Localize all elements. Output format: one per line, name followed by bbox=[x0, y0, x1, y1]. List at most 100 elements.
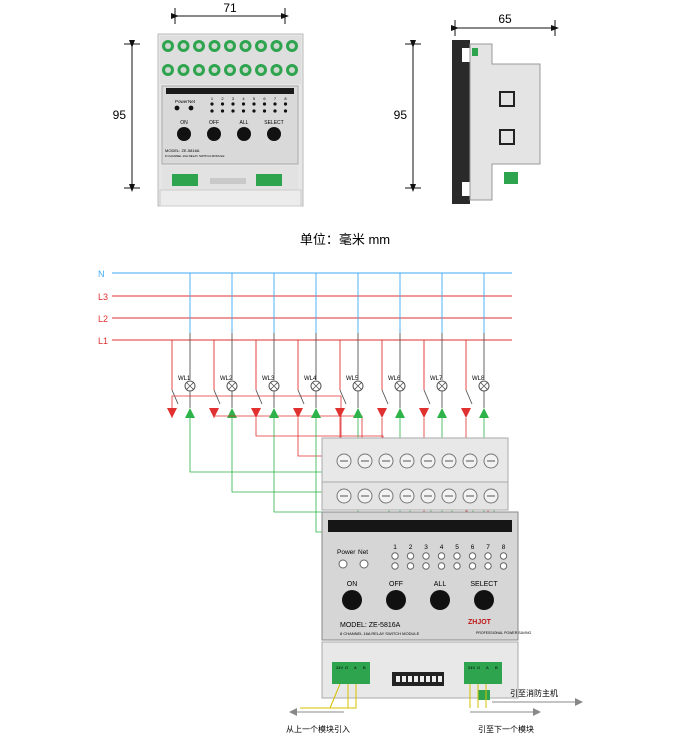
module-off-button[interactable] bbox=[386, 590, 406, 610]
module-net-led bbox=[359, 559, 369, 569]
module-channel-label: 7 bbox=[486, 544, 490, 551]
unit-caption: 单位：毫米 mm bbox=[300, 232, 390, 247]
svg-text:ZHJOT: ZHJOT bbox=[468, 619, 492, 626]
photo-channel-led bbox=[241, 109, 246, 113]
dim-front-height: 95 bbox=[113, 108, 127, 122]
module-model: MODEL: ZE-5816A bbox=[340, 622, 401, 629]
dip-switch[interactable] bbox=[402, 676, 406, 682]
photo-button-label: OFF bbox=[209, 120, 219, 126]
bus-label-l1: L1 bbox=[98, 336, 108, 346]
photo-channel-led bbox=[262, 102, 267, 106]
photo-channel-led bbox=[210, 109, 214, 113]
output-arrow-icon bbox=[419, 408, 429, 418]
module-button-label: ALL bbox=[434, 581, 447, 588]
module-channel-led bbox=[437, 562, 446, 570]
output-arrow-icon bbox=[293, 408, 303, 418]
module-channel-led bbox=[437, 552, 446, 560]
module-channel-led bbox=[422, 552, 430, 560]
photo-model: MODEL: ZE-5816A bbox=[165, 148, 200, 153]
dip-switch[interactable] bbox=[426, 676, 430, 682]
photo-channel-led bbox=[283, 109, 288, 113]
photo-channel-led bbox=[262, 109, 267, 113]
dip-switch[interactable] bbox=[408, 676, 412, 682]
terminal-label: B bbox=[363, 665, 366, 670]
dip-switch[interactable] bbox=[414, 676, 418, 682]
switch-icon bbox=[423, 389, 431, 405]
switch-icon bbox=[255, 389, 263, 405]
module-select-button[interactable] bbox=[474, 590, 494, 610]
photo-channel-led bbox=[252, 109, 256, 113]
module-channel-label: 5 bbox=[455, 544, 459, 551]
bus-connections: 引至消防主机 从上一个模块引入 引至下一个模块 bbox=[286, 683, 583, 734]
module-channel-led bbox=[468, 562, 477, 570]
dim-side-height: 95 bbox=[394, 108, 408, 122]
terminal-label: 24V bbox=[336, 665, 343, 670]
photo-net-label: Net bbox=[188, 99, 196, 104]
load-label: WL8 bbox=[472, 376, 485, 382]
dip-switch[interactable] bbox=[438, 676, 442, 682]
photo-channel-led bbox=[252, 102, 256, 106]
photo-channel-led bbox=[283, 102, 288, 106]
photo-channel-label: 8 bbox=[284, 96, 287, 101]
photo-button[interactable] bbox=[207, 127, 221, 141]
dip-switch[interactable] bbox=[396, 676, 400, 682]
input-arrow-icon bbox=[395, 408, 405, 418]
module-channel-led bbox=[468, 552, 477, 560]
input-arrow-icon bbox=[479, 408, 489, 418]
load-label: WL6 bbox=[388, 376, 401, 382]
to-fire-host-label: 引至消防主机 bbox=[510, 688, 558, 698]
module-channel-led bbox=[453, 562, 461, 570]
photo-button[interactable] bbox=[267, 127, 281, 141]
photo-channel-led bbox=[273, 102, 277, 106]
module-channel-led bbox=[406, 562, 415, 570]
photo-subtitle: 8 CHANNEL 16A RELAY SWITCH MODULE bbox=[165, 154, 224, 158]
module-all-button[interactable] bbox=[430, 590, 450, 610]
photo-button-label: SELECT bbox=[264, 120, 283, 126]
photo-button[interactable] bbox=[177, 127, 191, 141]
photo-channel-led bbox=[220, 102, 225, 106]
photo-channel-led bbox=[231, 102, 235, 106]
module-channel-led bbox=[484, 562, 492, 570]
module-channel-led bbox=[391, 562, 399, 570]
module-channel-label: 6 bbox=[471, 544, 475, 551]
module-channel-label: 4 bbox=[440, 544, 444, 551]
output-arrow-icon bbox=[251, 408, 261, 418]
module-channel-led bbox=[484, 552, 492, 560]
module-channel-led bbox=[391, 552, 399, 560]
switch-icon bbox=[381, 389, 389, 405]
zhjot-logo: ZHJOT bbox=[468, 619, 492, 626]
photo-channel-label: 7 bbox=[274, 96, 277, 101]
module-channel-label: 3 bbox=[424, 544, 428, 551]
photo-channel-led bbox=[231, 109, 235, 113]
photo-channel-led bbox=[273, 109, 277, 113]
module-button-label: OFF bbox=[389, 581, 403, 588]
module-subtitle: 8 CHANNEL 16A RELAY SWITCH MODULE bbox=[340, 631, 420, 636]
input-arrow-icon bbox=[311, 408, 321, 418]
module-net-label: Net bbox=[358, 549, 368, 556]
dip-switch[interactable] bbox=[432, 676, 436, 682]
terminal-label: 24V bbox=[468, 665, 475, 670]
photo-channel-label: 3 bbox=[232, 96, 235, 101]
terminal-label: G bbox=[345, 665, 348, 670]
dip-switch[interactable] bbox=[420, 676, 424, 682]
side-view: 65 95 bbox=[394, 12, 559, 204]
switch-icon bbox=[339, 389, 347, 405]
photo-channel-led bbox=[241, 102, 246, 106]
module-on-button[interactable] bbox=[342, 590, 362, 610]
input-arrow-icon bbox=[185, 408, 195, 418]
output-arrow-icon bbox=[335, 408, 345, 418]
module-channel-label: 2 bbox=[409, 544, 413, 551]
module-channel-led bbox=[499, 562, 508, 570]
photo-button[interactable] bbox=[237, 127, 251, 141]
bus-label-l3: L3 bbox=[98, 292, 108, 302]
bus-label-l2: L2 bbox=[98, 314, 108, 324]
photo-status-led bbox=[188, 105, 194, 111]
output-arrow-icon bbox=[209, 408, 219, 418]
switch-icon bbox=[297, 389, 305, 405]
photo-power-label: Power bbox=[175, 99, 188, 104]
load-label: WL4 bbox=[304, 376, 317, 382]
switch-icon bbox=[171, 389, 179, 405]
load-label: WL1 bbox=[178, 376, 191, 382]
